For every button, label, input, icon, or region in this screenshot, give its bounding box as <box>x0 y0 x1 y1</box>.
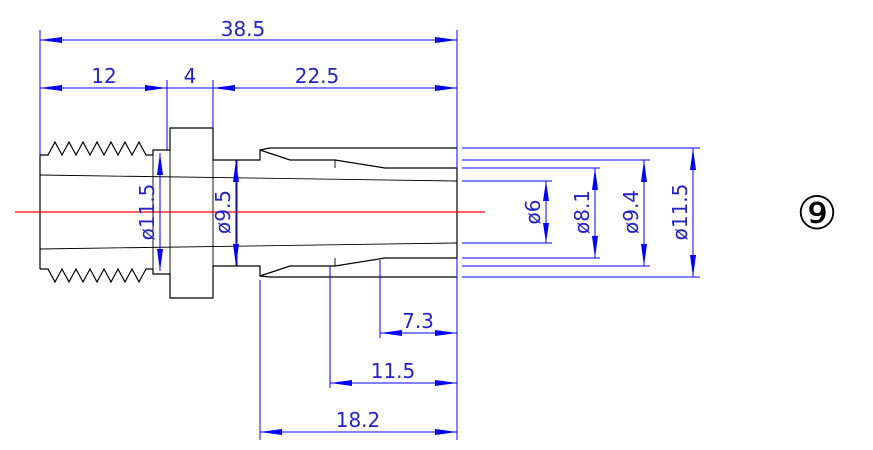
figure-number: ⑨ <box>796 186 837 240</box>
part-outline <box>39 127 458 299</box>
arrow-thread-left <box>40 85 62 91</box>
dim-dia-8-1: ø8.1 <box>570 190 594 234</box>
lower-body <box>152 257 457 299</box>
dim-dia-6: ø6 <box>521 200 545 225</box>
horizontal-dimensions: 38.5 12 4 22.5 7.3 11.5 18.2 <box>39 17 458 440</box>
arrow-11-5-left <box>330 380 352 386</box>
dim-dia-thread-bore: ø11.5 <box>135 184 159 241</box>
bore-upper <box>39 174 458 182</box>
dim-len-7-3: 7.3 <box>402 309 434 333</box>
arrow-dia-11-5-bottom <box>690 255 696 277</box>
dim-overall-length: 38.5 <box>221 17 266 41</box>
bore-lower <box>39 242 458 250</box>
arrow-11-5-right <box>435 380 457 386</box>
arrow-dia-8-1-bottom <box>592 236 598 258</box>
arrow-barb-right <box>435 85 457 91</box>
arrow-dia-6-top <box>543 181 549 201</box>
arrow-18-2-right <box>435 429 457 435</box>
arrow-thread-bore-top <box>157 153 163 175</box>
arrow-collar-right <box>213 85 235 91</box>
arrow-dia-11-5-top <box>690 148 696 170</box>
dim-dia-collar-bore: ø9.5 <box>211 190 235 234</box>
upper-barb-outer <box>259 147 457 151</box>
arrow-18-2-left <box>260 429 282 435</box>
arrow-dia-9-4-top <box>641 160 647 182</box>
dim-len-18-2: 18.2 <box>336 408 381 432</box>
arrow-overall-right <box>435 37 457 43</box>
arrow-collar-bore-bottom <box>233 244 239 266</box>
dim-dia-9-4: ø9.4 <box>619 190 643 234</box>
arrow-collar-bore-top <box>233 160 239 182</box>
dim-dia-11-5-outer: ø11.5 <box>668 184 692 241</box>
arrow-dia-8-1-top <box>592 168 598 190</box>
arrow-overall-left <box>40 37 62 43</box>
thread-upper <box>40 140 153 157</box>
lower-barb-outer <box>259 275 457 278</box>
dim-len-11-5: 11.5 <box>371 359 416 383</box>
arrow-7-3-right <box>435 330 457 336</box>
arrow-dia-9-4-bottom <box>641 244 647 266</box>
arrow-dia-6-bottom <box>543 223 549 243</box>
arrow-thread-bore-bottom <box>157 249 163 271</box>
diameter-dimensions: ø11.5 ø9.5 ø6 ø8.1 ø9.4 ø11.5 <box>135 147 700 278</box>
arrow-7-3-left <box>380 330 402 336</box>
thread-lower <box>40 267 153 284</box>
dim-barb-length: 22.5 <box>295 64 340 88</box>
arrow-thread-right <box>145 85 167 91</box>
dim-collar-width: 4 <box>184 64 197 88</box>
dim-thread-length: 12 <box>91 64 116 88</box>
